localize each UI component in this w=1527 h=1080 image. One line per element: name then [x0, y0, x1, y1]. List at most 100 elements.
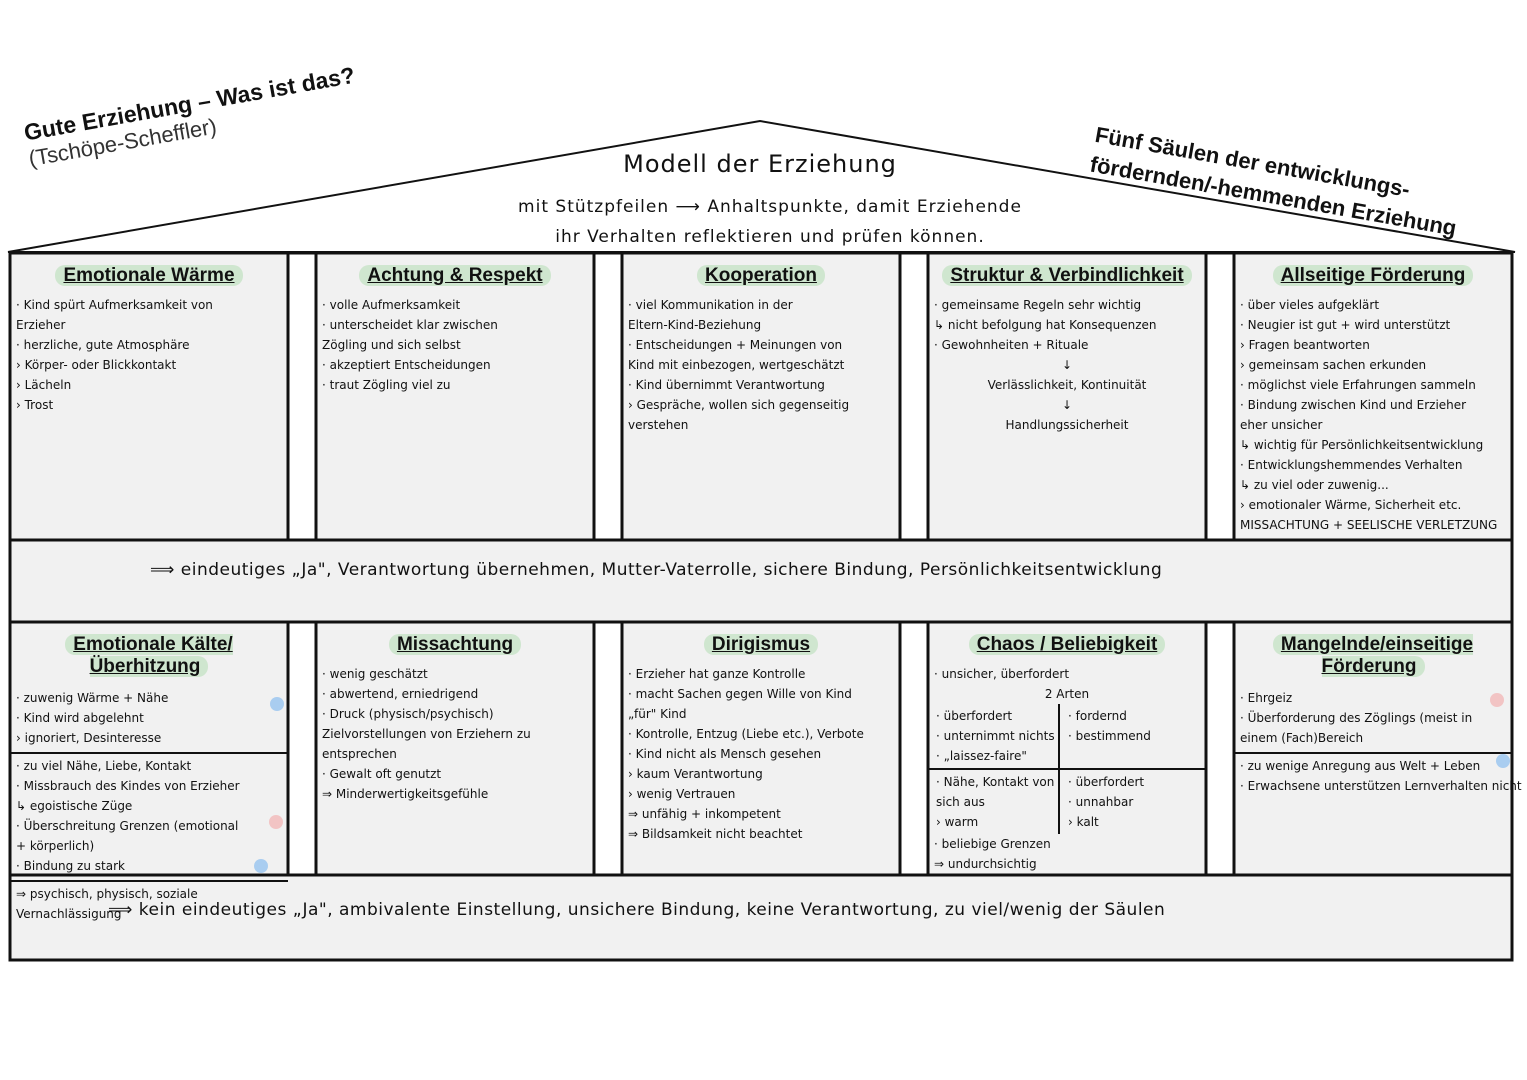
pillar-line: · Kontrolle, Entzug (Liebe etc.), Verbot…: [628, 727, 864, 741]
types-cell: · fordernd· bestimmend: [1058, 704, 1206, 768]
pillar-line: + körperlich): [16, 839, 95, 853]
pillar-line: Verlässlichkeit, Kontinuität: [987, 378, 1147, 392]
pillar-heading: Chaos / Beliebigkeit: [934, 634, 1200, 656]
pillar-line: › warm: [936, 815, 979, 829]
pillar-line: · Nähe, Kontakt von: [936, 775, 1055, 789]
pillar-line: verstehen: [628, 418, 689, 432]
pillar-section: · wenig geschätzt · abwertend, erniedrige…: [322, 664, 588, 804]
pillar-title: Emotionale Kälte/Überhitzung: [65, 634, 233, 677]
pink-marker-dot: [269, 815, 283, 829]
pillar-line: · gemeinsame Regeln sehr wichtig: [934, 298, 1142, 312]
pillar-heading: Achtung & Respekt: [322, 265, 588, 287]
pillar-bottom: Mangelnde/einseitige Förderung · Ehrgeiz·…: [1234, 624, 1522, 874]
pillar-section: · zu wenige Anregung aus Welt + Leben· E…: [1234, 754, 1522, 800]
pillar-line: Erzieher: [16, 318, 66, 332]
pillar-line: · traut Zögling viel zu: [322, 378, 451, 392]
pillar-line: · Kind nicht als Mensch gesehen: [628, 747, 822, 761]
pillar-line: · zu wenige Anregung aus Welt + Leben: [1240, 759, 1481, 773]
pillar-line: · zu viel Nähe, Liebe, Kontakt: [16, 759, 192, 773]
pillar-line: · möglichst viele Erfahrungen sammeln: [1240, 378, 1476, 392]
blue-marker-dot: [254, 859, 268, 873]
bottom-band-text: ⟹ kein eindeutiges „Ja", ambivalente Ein…: [108, 900, 1166, 920]
pillar-heading: Kooperation: [628, 265, 894, 287]
pillar-line: · Gewohnheiten + Rituale: [934, 338, 1089, 352]
pillar-line: · Missbrauch des Kindes von Erzieher: [16, 779, 240, 793]
pillar-heading: Allseitige Förderung: [1240, 265, 1506, 287]
pillar-line: ⇒ Bildsamkeit nicht beachtet: [628, 827, 803, 841]
pillar-bottom: Chaos / Beliebigkeit · unsicher, überford…: [928, 624, 1206, 874]
pillar-line: › Lächeln: [16, 378, 72, 392]
pillar-heading: Mangelnde/einseitige Förderung: [1240, 634, 1506, 678]
pillar-line: · Neugier ist gut + wird unterstützt: [1240, 318, 1451, 332]
pillar-top: Achtung & Respekt· volle Aufmerksamkeit·…: [316, 255, 594, 540]
pillar-bottom: Emotionale Kälte/Überhitzung· zuwenig Wä…: [10, 624, 288, 921]
pillar-line: Zielvorstellungen von Erziehern zu: [322, 727, 531, 741]
pillar-line: · abwertend, erniedrigend: [322, 687, 479, 701]
pillar-line: · unternimmt nichts: [936, 729, 1055, 743]
pillar-line: entsprechen: [322, 747, 397, 761]
house-body: [8, 251, 1514, 962]
pillar-line: · wenig geschätzt: [322, 667, 428, 681]
pillar-gaps: [286, 251, 1236, 877]
blue-marker-dot: [1496, 754, 1510, 768]
pillar-line: ⇒ unfähig + inkompetent: [628, 807, 781, 821]
blue-marker-dot: [270, 697, 284, 711]
pillar-line: · unnahbar: [1068, 795, 1134, 809]
pillar-line: 2 Arten: [1044, 687, 1090, 701]
pillar-line: · „laissez-faire": [936, 749, 1027, 763]
middle-band-text: ⟹ eindeutiges „Ja", Verantwortung überne…: [150, 560, 1163, 580]
pillar-section: · zu viel Nähe, Liebe, Kontakt · Missbrau…: [10, 754, 288, 882]
pillar-line: einem (Fach)Bereich: [1240, 731, 1364, 745]
pillar-line: · Druck (physisch/psychisch): [322, 707, 494, 721]
types-cell: · überfordert· unternimmt nichts· „laiss…: [928, 704, 1058, 768]
pillar-line: › wenig Vertrauen: [628, 787, 736, 801]
pillar-section: · gemeinsame Regeln sehr wichtig ↳ nicht …: [934, 295, 1200, 435]
pillar-line: · Kind spürt Aufmerksamkeit von: [16, 298, 213, 312]
pillar-line: › Fragen beantworten: [1240, 338, 1370, 352]
pillar-line: ↳ zu viel oder zuwenig...: [1240, 478, 1389, 492]
pillar-line: · unterscheidet klar zwischen: [322, 318, 498, 332]
pillar-line: Kind mit einbezogen, wertgeschätzt: [628, 358, 845, 372]
pillar-bottom: Dirigismus · Erzieher hat ganze Kontrolle…: [622, 624, 900, 874]
pillar-line: Vernachlässigung: [16, 907, 122, 921]
pillar-title: Chaos / Beliebigkeit: [968, 634, 1166, 655]
pillar-line: ↳ egoistische Züge: [16, 799, 133, 813]
pillar-section: · über vieles aufgeklärt· Neugier ist gu…: [1240, 295, 1506, 535]
pillar-line: ↳ nicht befolgung hat Konsequenzen: [934, 318, 1157, 332]
pillar-line: · überfordert: [1068, 775, 1145, 789]
pillar-line: › Trost: [16, 398, 54, 412]
pillar-line: · Erzieher hat ganze Kontrolle: [628, 667, 806, 681]
pillar-line: · unsicher, überfordert: [934, 667, 1070, 681]
pillar-line: · viel Kommunikation in der: [628, 298, 793, 312]
pillar-line: · herzliche, gute Atmosphäre: [16, 338, 190, 352]
pillar-section: ⇒ psychisch, physisch, soziale Vernachlä…: [10, 882, 288, 928]
pillar-line: › ignoriert, Desinteresse: [16, 731, 162, 745]
pillar-line: · Bindung zwischen Kind und Erzieher: [1240, 398, 1467, 412]
pillar-title: Allseitige Förderung: [1272, 265, 1474, 286]
pillar-section: · Ehrgeiz· Überforderung des Zöglings (m…: [1234, 686, 1512, 754]
pillar-title: Dirigismus: [703, 634, 819, 655]
pillar-line: ↳ wichtig für Persönlichkeitsentwicklung: [1240, 438, 1484, 452]
pillar-heading: Dirigismus: [628, 634, 894, 656]
pillar-line: › Körper- oder Blickkontakt: [16, 358, 177, 372]
pillar-top: Emotionale Wärme · Kind spürt Aufmerksamk…: [10, 255, 288, 540]
pillar-line: „für" Kind: [628, 707, 687, 721]
pillar-line: · Gewalt oft genutzt: [322, 767, 442, 781]
types-cell: · überfordert· unnahbar› kalt: [1058, 768, 1206, 834]
roof-subtitle: mit Stützpfeilen ⟶ Anhaltspunkte, damit …: [430, 192, 1110, 252]
pillar-heading: Emotionale Kälte/Überhitzung: [16, 634, 282, 678]
pillar-line: Handlungssicherheit: [1005, 418, 1129, 432]
pillar-line: › Gespräche, wollen sich gegenseitig: [628, 398, 850, 412]
pillar-line: · Überschreitung Grenzen (emotional: [16, 819, 239, 833]
pillar-line: · beliebige Grenzen: [934, 837, 1051, 851]
pillar-line: · Entscheidungen + Meinungen von: [628, 338, 843, 352]
pillar-line: Eltern-Kind-Beziehung: [628, 318, 762, 332]
types-table: · überfordert · unternimmt nichts · „laiss…: [928, 704, 1206, 834]
pillar-heading: Emotionale Wärme: [16, 265, 282, 287]
pillar-title: Kooperation: [697, 265, 825, 286]
